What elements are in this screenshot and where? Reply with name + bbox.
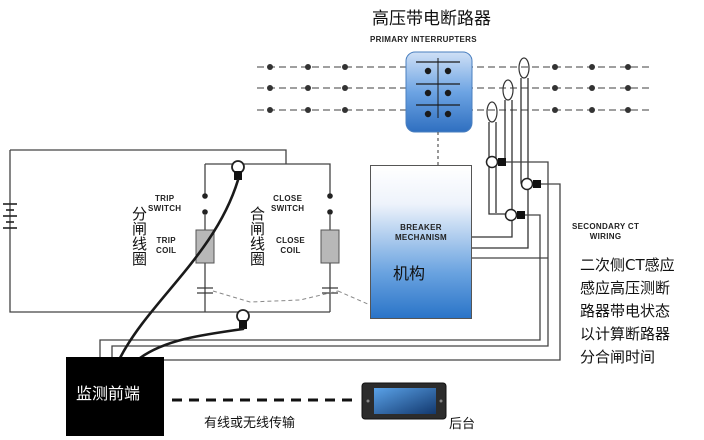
breaker-mechanism: BREAKER MECHANISM 机构 bbox=[370, 165, 472, 319]
backend-label: 后台 bbox=[449, 417, 476, 432]
breaker-mechanism-en: BREAKER MECHANISM bbox=[394, 223, 448, 242]
note-line: 分合闸时间 bbox=[580, 348, 656, 366]
primary-interrupter-box bbox=[405, 51, 473, 133]
sensor-cables bbox=[118, 178, 245, 360]
bus-dots bbox=[267, 64, 631, 113]
close-coil bbox=[320, 229, 340, 264]
aux-contacts bbox=[197, 287, 338, 294]
backend-monitor bbox=[361, 382, 447, 420]
ct-explanation-note: 二次侧CT感应 感应高压测断 路器带电状态 以计算断路器 分合闸时间 bbox=[580, 254, 675, 369]
coil-current-sensors bbox=[231, 160, 250, 329]
transmission-label: 有线或无线传输 bbox=[204, 416, 296, 431]
primary-interrupters-label: PRIMARY INTERRUPTERS bbox=[370, 35, 477, 44]
switch-contacts bbox=[202, 193, 333, 215]
monitoring-frontend: 监测前端 bbox=[66, 357, 164, 436]
interrupter-contacts bbox=[416, 58, 460, 118]
note-line: 感应高压测断 bbox=[580, 279, 671, 297]
trip-coil-zh: 分闸线圈 bbox=[130, 206, 148, 266]
battery bbox=[3, 203, 17, 229]
note-line: 路器带电状态 bbox=[580, 302, 671, 320]
monitoring-frontend-label: 监测前端 bbox=[76, 384, 141, 403]
ct-rings bbox=[486, 57, 530, 123]
aux-dashed-links bbox=[212, 290, 371, 306]
note-line: 以计算断路器 bbox=[580, 325, 671, 343]
secondary-ct-sensors bbox=[485, 155, 541, 222]
close-coil-zh: 合闸线圈 bbox=[248, 206, 266, 266]
ct-output-leads bbox=[99, 161, 561, 361]
breaker-mechanism-zh: 机构 bbox=[393, 264, 426, 283]
note-line: 二次侧CT感应 bbox=[580, 256, 675, 274]
diagram-title: 高压带电断路器 bbox=[372, 9, 491, 29]
